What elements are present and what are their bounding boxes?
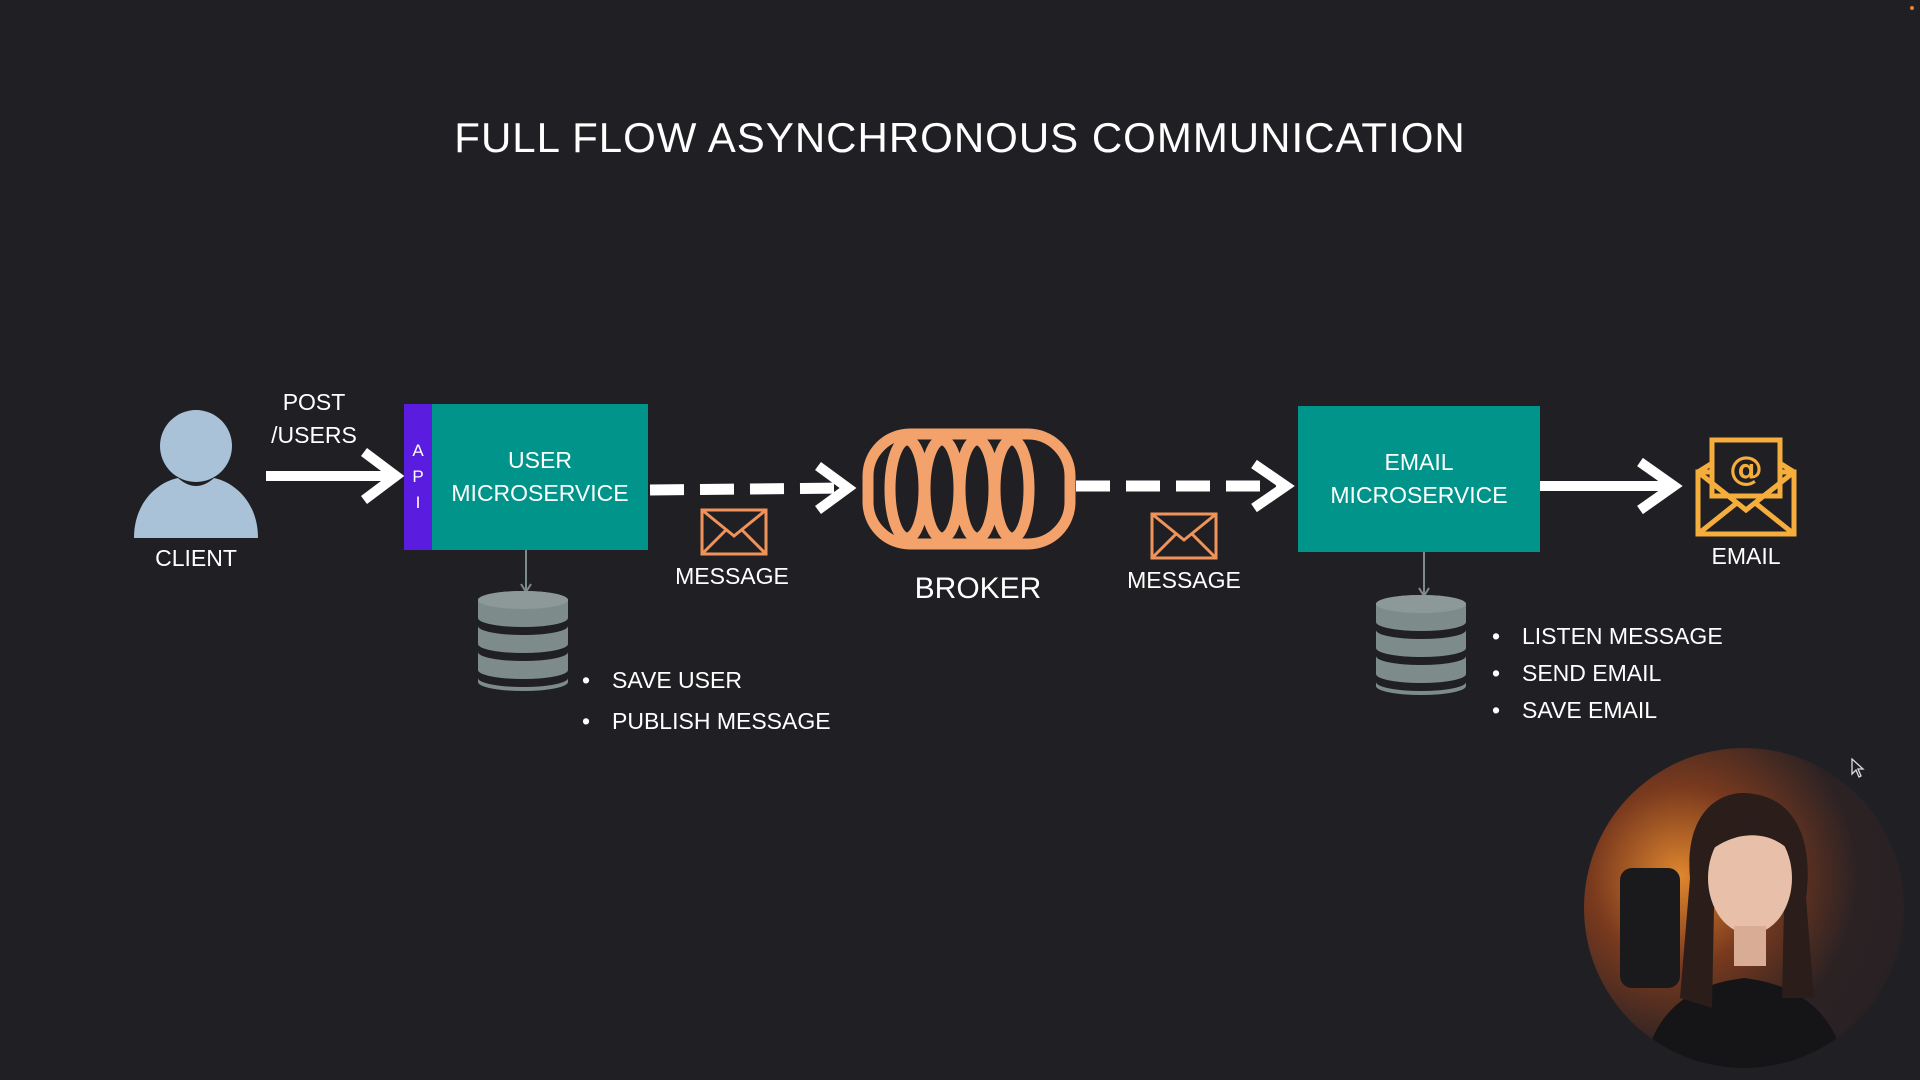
consume-arrow bbox=[1076, 459, 1295, 513]
task-item: PUBLISH MESSAGE bbox=[582, 701, 831, 742]
client-label: CLIENT bbox=[155, 545, 237, 571]
task-item: SAVE EMAIL bbox=[1492, 692, 1723, 729]
db-connector bbox=[520, 550, 532, 594]
user-service-name: USER bbox=[508, 447, 572, 473]
email-microservice: EMAIL MICROSERVICE bbox=[1298, 406, 1540, 552]
user-service-type: MICROSERVICE bbox=[451, 480, 629, 506]
email-service-tasks: LISTEN MESSAGE SEND EMAIL SAVE EMAIL bbox=[1492, 618, 1723, 729]
broker-label: BROKER bbox=[914, 572, 1042, 605]
task-item: SAVE USER bbox=[582, 660, 831, 701]
db-connector bbox=[1418, 552, 1430, 598]
user-icon bbox=[134, 410, 258, 538]
request-label: POST /USERS bbox=[262, 386, 366, 452]
email-service-name: EMAIL bbox=[1384, 449, 1454, 475]
api-letter: A bbox=[412, 441, 424, 460]
api-letter: I bbox=[415, 493, 421, 512]
svg-text:@: @ bbox=[1729, 449, 1763, 489]
envelope-icon bbox=[1150, 512, 1218, 560]
email-service-type: MICROSERVICE bbox=[1330, 482, 1508, 508]
envelope-icon bbox=[700, 508, 768, 556]
email-at-icon: @ bbox=[1695, 437, 1797, 537]
message-label-left: MESSAGE bbox=[675, 563, 789, 589]
request-method: POST bbox=[282, 389, 346, 415]
api-letter: P bbox=[412, 467, 424, 486]
task-item: LISTEN MESSAGE bbox=[1492, 618, 1723, 655]
database-icon bbox=[478, 591, 568, 691]
user-microservice: USER MICROSERVICE bbox=[432, 404, 648, 550]
presenter-webcam bbox=[1584, 748, 1904, 1068]
mouse-cursor-icon bbox=[1851, 758, 1865, 778]
queue-icon bbox=[862, 428, 1076, 550]
request-arrow bbox=[266, 448, 405, 504]
database-icon bbox=[1376, 595, 1466, 695]
user-service-tasks: SAVE USER PUBLISH MESSAGE bbox=[582, 660, 831, 742]
publish-arrow bbox=[649, 461, 857, 515]
request-path: /USERS bbox=[271, 422, 357, 448]
email-label: EMAIL bbox=[1711, 543, 1781, 569]
task-item: SEND EMAIL bbox=[1492, 655, 1723, 692]
message-label-right: MESSAGE bbox=[1127, 567, 1241, 593]
send-arrow bbox=[1540, 457, 1683, 515]
presenter-illustration bbox=[1620, 792, 1846, 1068]
recording-dot-icon bbox=[1910, 6, 1914, 10]
diagram-title: FULL FLOW ASYNCHRONOUS COMMUNICATION bbox=[454, 114, 1466, 161]
api-gateway: A P I bbox=[404, 404, 432, 550]
